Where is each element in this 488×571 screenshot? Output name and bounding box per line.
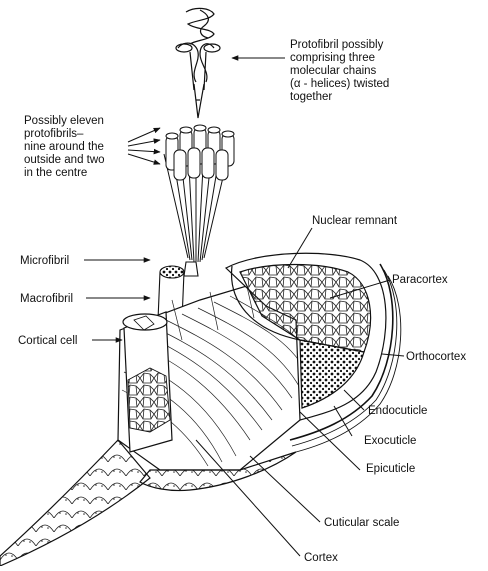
exocuticle-label: Exocuticle xyxy=(364,435,416,447)
orthocortex-line xyxy=(382,354,404,356)
eleven-arrow-4 xyxy=(128,154,160,164)
protofibril-bundle xyxy=(164,125,234,262)
macrofibril-label: Macrofibril xyxy=(20,293,73,305)
protofibril-label: Protofibril possibly comprising three mo… xyxy=(290,39,393,103)
eleven-arrow-3 xyxy=(128,150,160,152)
nuclear-remnant-label: Nuclear remnant xyxy=(312,215,398,227)
microfibril-label: Microfibril xyxy=(20,255,69,267)
alpha-helix-illustration xyxy=(176,8,220,118)
paracortex-label: Paracortex xyxy=(392,274,448,286)
cortex-label: Cortex xyxy=(304,552,338,564)
cortical-cell-label: Cortical cell xyxy=(18,335,77,347)
epicuticle-label: Epicuticle xyxy=(366,463,415,475)
eleven-arrow-2 xyxy=(128,140,160,146)
orthocortex-label: Orthocortex xyxy=(406,351,466,363)
cuticular-scale-label: Cuticular scale xyxy=(324,517,399,529)
exocuticle-line xyxy=(334,406,352,436)
eleven-arrow-1 xyxy=(128,128,160,142)
endocuticle-label: Endocuticle xyxy=(368,405,427,417)
eleven-protofibrils-label: Possibly eleven protofibrils– nine aroun… xyxy=(24,115,108,179)
